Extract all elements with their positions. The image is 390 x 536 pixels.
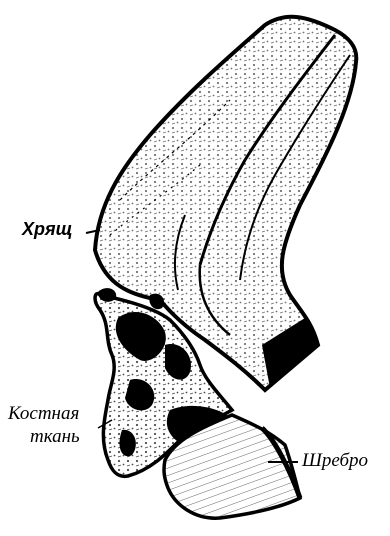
bone-tissue-label-line2: ткань	[30, 426, 80, 448]
bone-tissue-label-line1: Костная	[8, 403, 79, 425]
rib-label: Шребро	[302, 450, 368, 472]
cartilage-label: Хрящ	[22, 219, 72, 240]
